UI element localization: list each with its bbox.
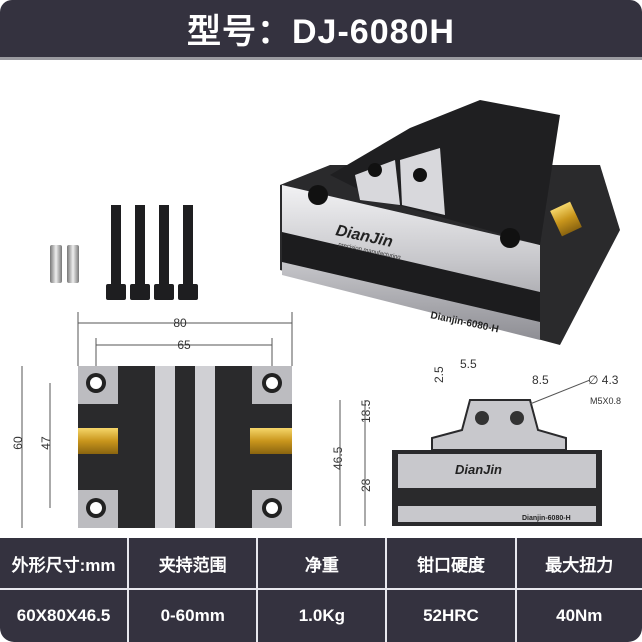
spec-value-jaw-hardness: 52HRC [387, 590, 517, 642]
dim-65: 65 [177, 338, 191, 352]
dim-8-5: 8.5 [532, 373, 549, 387]
side-view-drawing: DianJin Dianjin-6080-H 5.5 8.5 2.5 18.5 … [331, 357, 621, 526]
side-engraving: Dianjin-6080-H [522, 515, 571, 522]
header-bar: 型号：DJ-6080H [0, 0, 642, 60]
spec-table: 外形尺寸:mm 夹持范围 净重 钳口硬度 最大扭力 60X80X46.5 0-6… [0, 538, 642, 642]
dim-18-5: 18.5 [359, 399, 373, 423]
accessory-bolts [106, 205, 198, 300]
accessory-pins [50, 245, 79, 283]
thread-spec: M5X0.8 [590, 396, 621, 406]
model-title: 型号：DJ-6080H [187, 13, 455, 51]
spec-header-max-torque: 最大扭力 [516, 538, 642, 590]
spec-value-clamping-range: 0-60mm [129, 590, 259, 642]
spec-value-dimensions: 60X80X46.5 [0, 590, 130, 642]
spec-header-weight: 净重 [258, 538, 388, 590]
dim-80: 80 [173, 316, 187, 330]
dim-47: 47 [39, 436, 53, 450]
top-view-drawing: 80 65 60 47 [11, 312, 293, 528]
spec-header-clamping-range: 夹持范围 [129, 538, 259, 590]
dim-28: 28 [359, 478, 373, 492]
side-logo: DianJin [455, 462, 502, 477]
spec-value-max-torque: 40Nm [556, 606, 603, 625]
spec-value-weight: 1.0Kg [258, 590, 388, 642]
dim-60: 60 [11, 436, 25, 450]
dim-46-5: 46.5 [331, 446, 345, 470]
dim-2-5: 2.5 [432, 366, 446, 383]
dim-5-5: 5.5 [460, 357, 477, 371]
spec-header-jaw-hardness: 钳口硬度 [387, 538, 517, 590]
vise-render: DianJin precision manufacturing Dianjin-… [280, 100, 620, 345]
dim-hole-diameter: ∅ 4.3 [588, 373, 619, 387]
product-stage: DianJin precision manufacturing Dianjin-… [0, 60, 642, 538]
spec-header-dimensions: 外形尺寸:mm [0, 538, 130, 590]
